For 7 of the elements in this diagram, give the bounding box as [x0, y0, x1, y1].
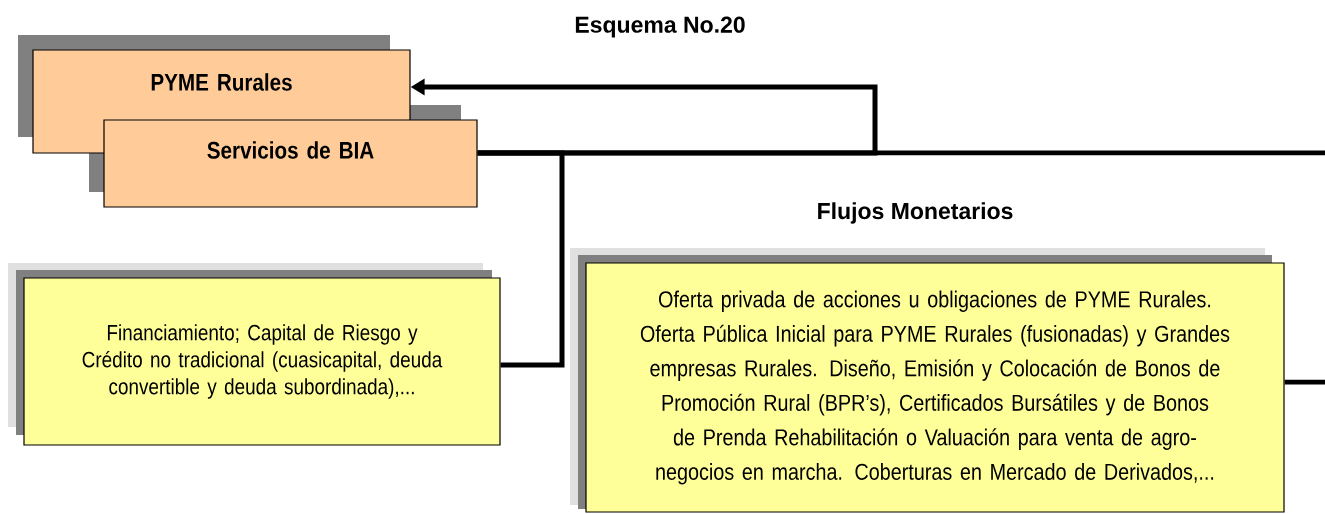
connector — [1284, 379, 1325, 385]
connector — [477, 150, 1325, 156]
heading: Flujos Monetarios — [818, 202, 1013, 224]
text-box: Oferta privada de acciones u obligaciones de PYME Rurales. Oferta Pública Inicial para PYME Rurales (fusionadas) y Grandes empresas Rurales. Diseño, Emisión y Colocación de Bonos de Promoción Rural (BPR’s), Certificados Bursátiles y de Bonos de Prenda Rehabilitación o Valuación para venta de agro-negocios en marcha. Coberturas en Mercado de Derivados,... — [585, 262, 1285, 513]
text-box: Financiamiento; Capital de Riesgo y Crédito no tradicional (cuasicapital, deuda convertible y deuda subordinada),... — [23, 277, 501, 446]
title: Esquema No.20 — [575, 16, 745, 38]
process-box: Servicios de BIA — [103, 119, 478, 208]
